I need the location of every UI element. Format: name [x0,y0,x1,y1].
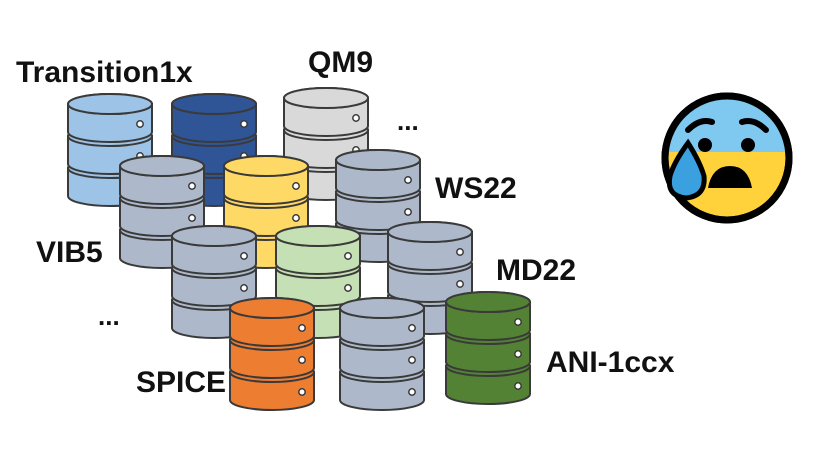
anxious-face-with-sweat-icon [661,92,793,224]
database-stacks [67,87,531,411]
label-ws22: WS22 [435,172,517,205]
database-icon-ani-1ccx [445,291,531,405]
ellipsis-left: ... [98,301,120,331]
database-icon-row2-grey [119,155,205,269]
label-ani-1ccx: ANI-1ccx [546,346,675,379]
label-qm9: QM9 [308,46,373,79]
label-md22: MD22 [496,254,576,287]
label-spice: SPICE [136,366,226,399]
database-icon-front-grey [339,297,425,411]
ellipsis-top: ... [397,106,419,136]
label-transition1x: Transition1x [16,56,193,89]
database-icon-spice [229,297,315,411]
label-vib5: VIB5 [36,236,103,269]
